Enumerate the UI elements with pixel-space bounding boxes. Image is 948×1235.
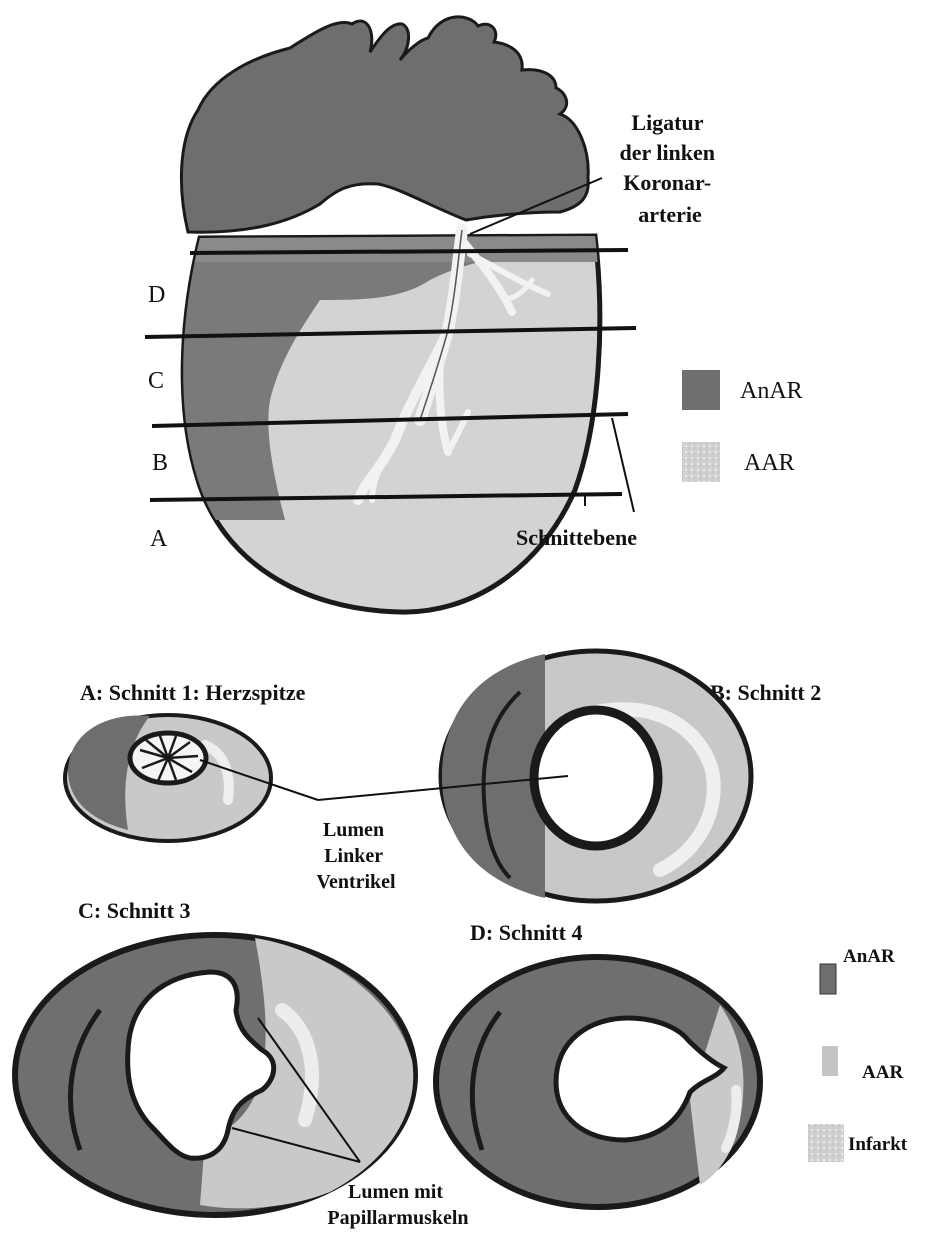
lumen-label-line3: Ventrikel bbox=[316, 871, 396, 893]
level-label-c: C bbox=[148, 368, 164, 394]
legend-top-anar-swatch bbox=[682, 370, 720, 410]
ligature-label-line2: der linken bbox=[619, 140, 715, 165]
legend-top: AnAR AAR bbox=[682, 370, 803, 482]
ligature-label-line4: arterie bbox=[638, 202, 702, 227]
legend-bottom-aar-label: AAR bbox=[862, 1062, 903, 1083]
legend-bottom-infarkt-label: Infarkt bbox=[848, 1134, 908, 1155]
section-a-slice bbox=[65, 715, 271, 841]
heart-atria bbox=[181, 17, 588, 232]
section-b-slice bbox=[441, 651, 751, 901]
section-b-title: B: Schnitt 2 bbox=[710, 680, 821, 705]
section-plane-pointer bbox=[612, 418, 634, 512]
legend-top-anar-label: AnAR bbox=[740, 378, 803, 404]
level-label-a: A bbox=[150, 526, 168, 552]
papillary-label-line1: Lumen mit bbox=[348, 1181, 443, 1203]
section-a-title: A: Schnitt 1: Herzspitze bbox=[80, 680, 306, 705]
section-plane-label: Schnittebene bbox=[516, 525, 637, 550]
lumen-label-line2: Linker bbox=[324, 845, 383, 867]
legend-top-aar-label: AAR bbox=[744, 450, 795, 476]
papillary-label-line2: Papillarmuskeln bbox=[327, 1207, 468, 1229]
section-d-slice bbox=[436, 957, 760, 1207]
heart-illustration: Ligatur der linken Koronar- arterie D C … bbox=[145, 17, 721, 612]
ligature-label-line1: Ligatur bbox=[631, 110, 703, 135]
papillary-label: Lumen mit Papillarmuskeln bbox=[327, 1181, 468, 1229]
lumen-label: Lumen Linker Ventrikel bbox=[316, 819, 396, 893]
legend-bottom-anar-label: AnAR bbox=[843, 946, 895, 967]
section-c-slice bbox=[15, 935, 415, 1215]
section-c-title: C: Schnitt 3 bbox=[78, 898, 190, 923]
ligature-label: Ligatur der linken Koronar- arterie bbox=[619, 110, 720, 227]
lumen-label-line1: Lumen bbox=[323, 819, 384, 841]
ligature-label-line3: Koronar- bbox=[623, 170, 711, 195]
legend-bottom-aar-swatch bbox=[822, 1046, 838, 1076]
section-d-title: D: Schnitt 4 bbox=[470, 920, 582, 945]
level-label-d: D bbox=[148, 282, 165, 308]
legend-top-aar-swatch bbox=[682, 442, 720, 482]
legend-bottom: AnAR AAR Infarkt bbox=[808, 946, 908, 1162]
level-label-b: B bbox=[152, 450, 168, 476]
legend-bottom-infarkt-swatch bbox=[808, 1124, 844, 1162]
legend-bottom-anar-swatch bbox=[820, 964, 836, 994]
